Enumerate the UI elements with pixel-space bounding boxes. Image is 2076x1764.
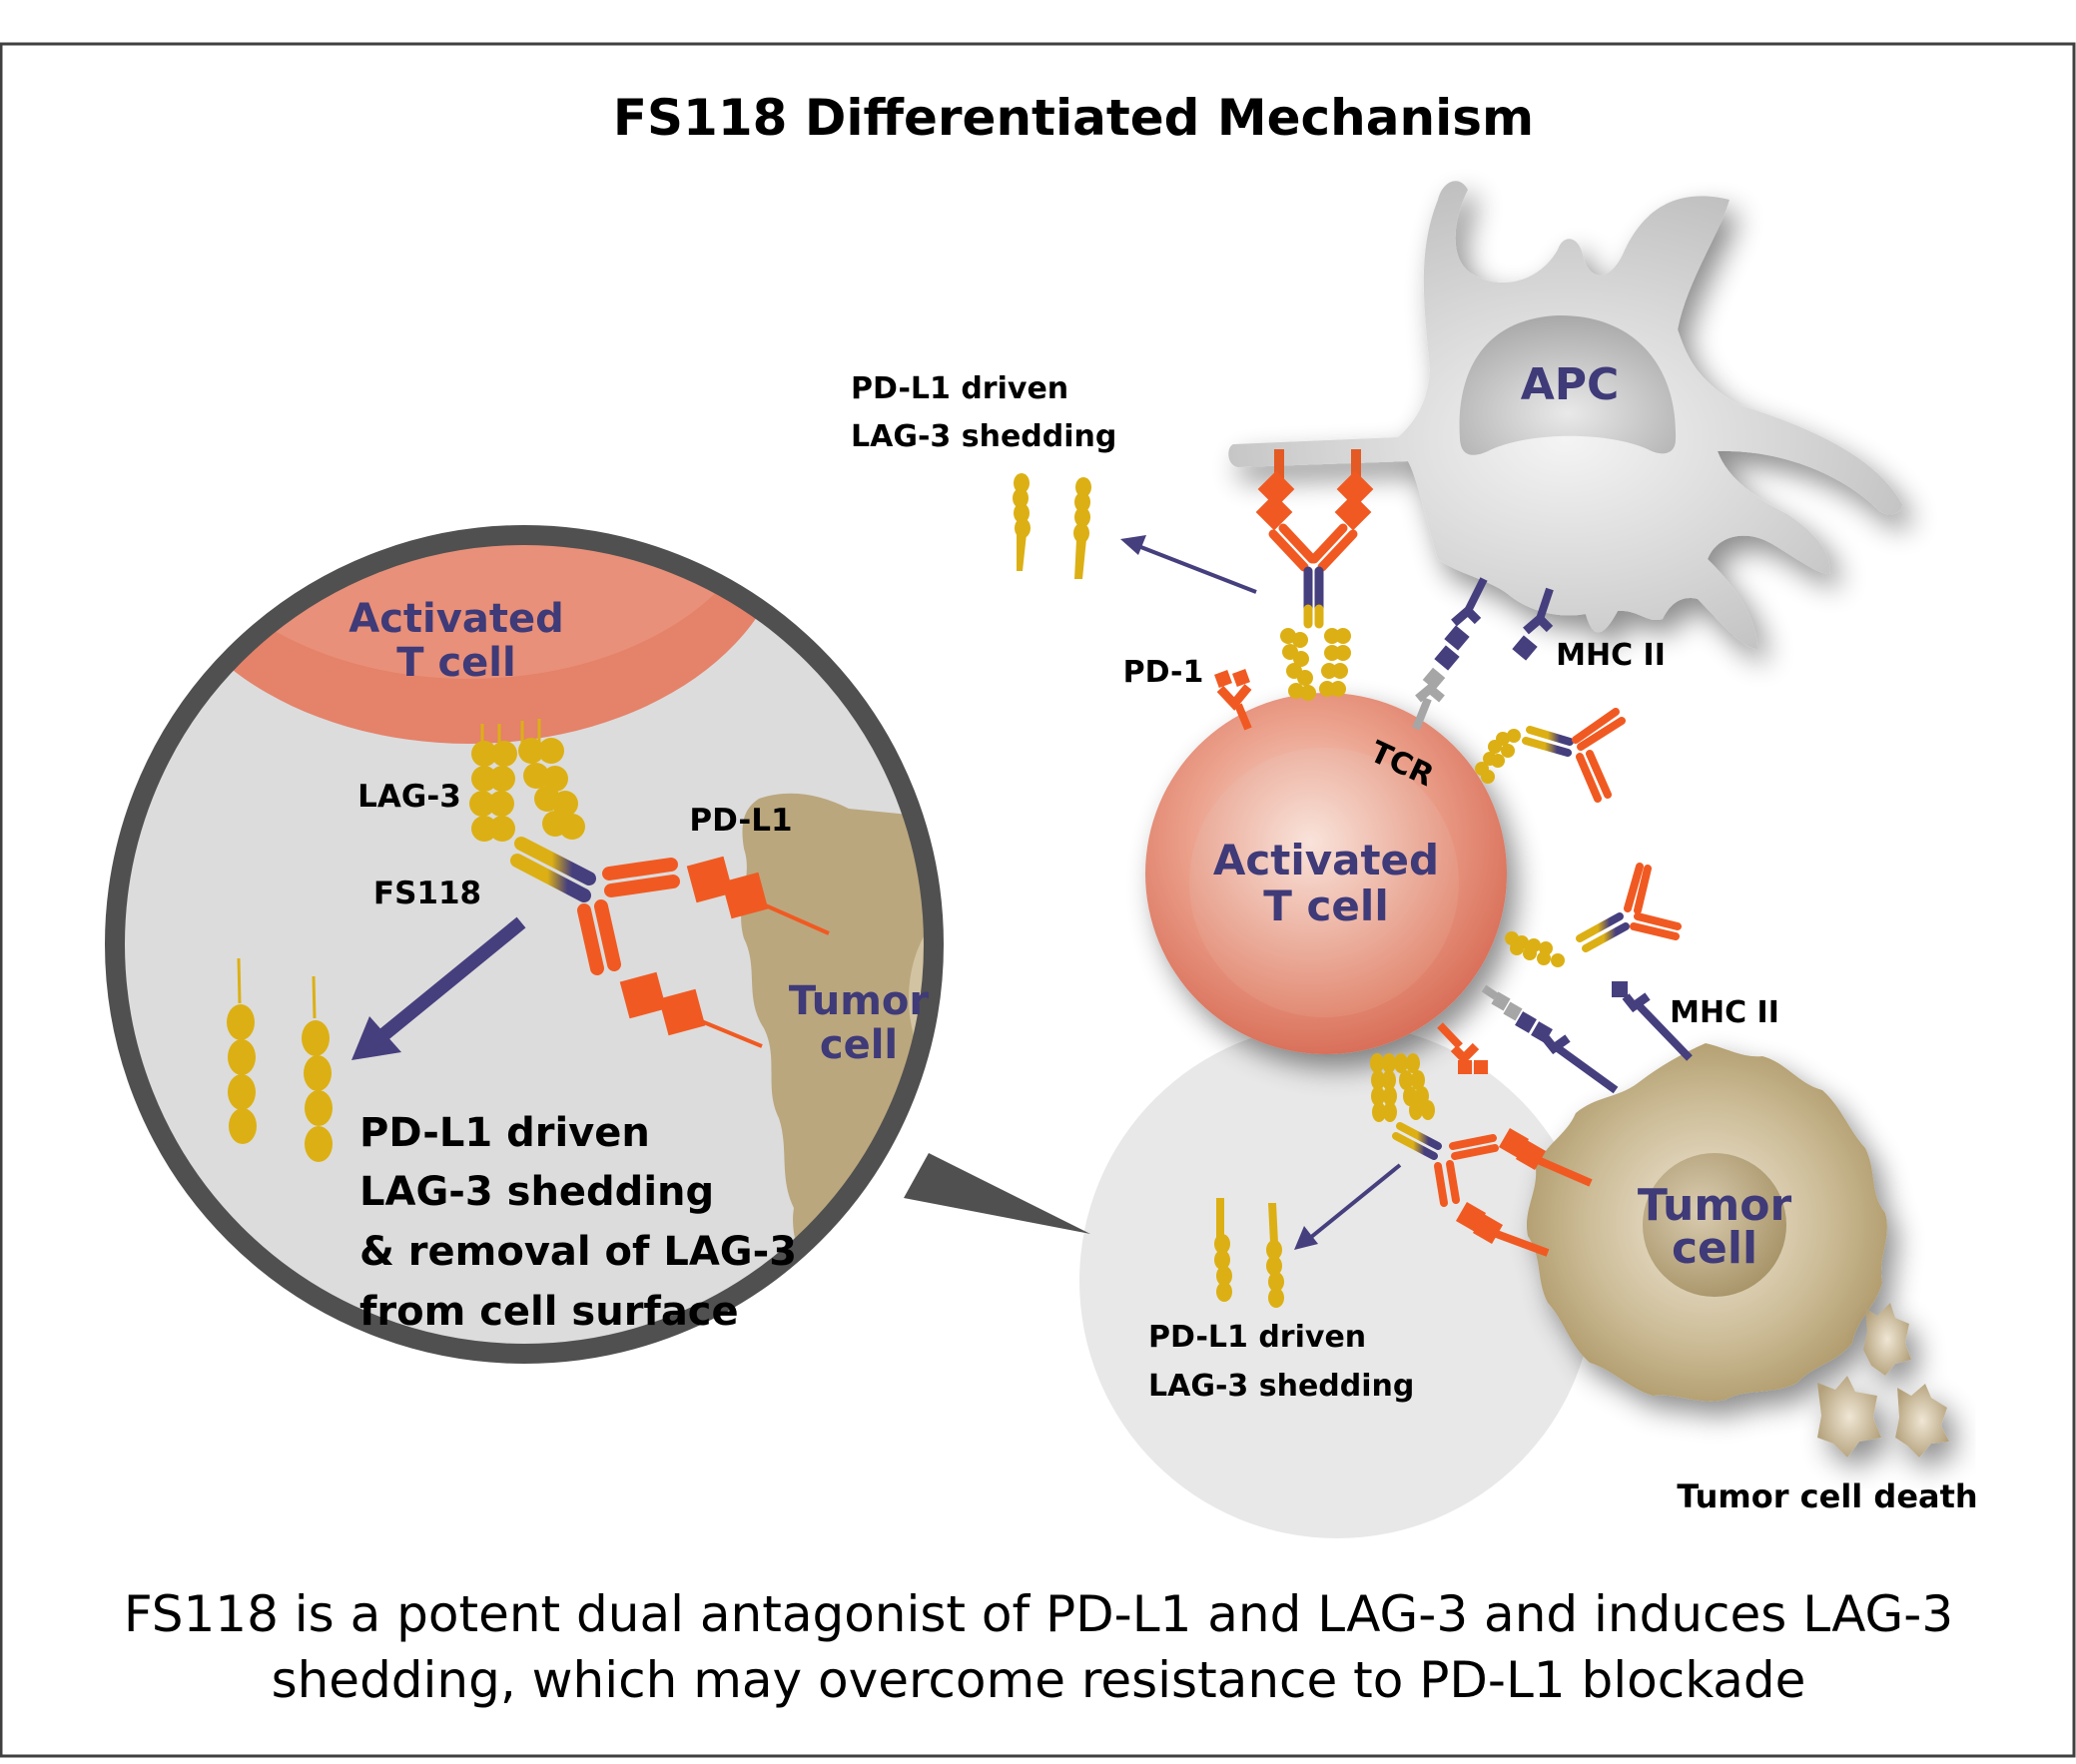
inset-t-cell-label-line1: Activated <box>348 596 563 642</box>
tumor-nucleus <box>1643 1153 1786 1297</box>
fs118-antibody-upper-right <box>1475 708 1626 803</box>
inset-pdl1-label: PD-L1 <box>689 803 792 839</box>
tumor-cell-death-label: Tumor cell death <box>1677 1477 1977 1515</box>
tumor-label-line2: cell <box>1672 1223 1757 1274</box>
inset-tumor-label-line1: Tumor <box>789 978 930 1024</box>
inset-shed-lag3 <box>227 957 333 1162</box>
shedding-label-top-line2: LAG-3 shedding <box>851 419 1116 454</box>
fs118-antibody-middle-right <box>1505 863 1682 967</box>
dying-cell <box>1895 1384 1949 1458</box>
shedding-arrow-bottom <box>1294 1163 1402 1250</box>
dying-tumor-cells <box>1817 1303 1949 1458</box>
inset-border <box>105 525 944 1364</box>
inset-tumor-label-line2: cell <box>820 1022 898 1068</box>
tumor-label-line1: Tumor <box>1638 1180 1792 1231</box>
t-cell-nucleus <box>1189 748 1459 1017</box>
interaction-zone <box>1079 1023 1595 1538</box>
fs118-antibody-top <box>1255 449 1374 701</box>
t-cell-label-line2: T cell <box>1263 882 1388 930</box>
shed-lag3-top <box>1013 473 1091 579</box>
inset-pdl1 <box>619 856 830 1048</box>
shed-lag3-bottom <box>1214 1198 1284 1308</box>
fs118-antibody-bottom <box>1370 1053 1593 1257</box>
dying-cell <box>1817 1376 1881 1458</box>
inset-note-line4: from cell surface <box>359 1289 739 1335</box>
t-cell-label-line1: Activated <box>1213 836 1439 884</box>
dying-cell <box>1863 1303 1911 1376</box>
inset-fs118-label: FS118 <box>373 876 481 911</box>
mhc2-label-top: MHC II <box>1556 638 1666 673</box>
apc-cell <box>1228 181 1902 650</box>
caption-line2: shedding, which may overcome resistance … <box>272 1651 1806 1709</box>
pd1-receptor-bottom <box>1437 1022 1488 1074</box>
pd1-receptor-top <box>1214 669 1252 731</box>
shedding-label-top-line1: PD-L1 driven <box>851 371 1068 406</box>
tcr-mhc-top <box>1412 577 1554 731</box>
inset-pointer <box>904 1153 1090 1234</box>
inset-lag3 <box>469 719 585 842</box>
apc-nucleus <box>1459 314 1677 455</box>
mhc2-label-bottom: MHC II <box>1670 995 1779 1030</box>
mhc2-receptor-bottom <box>1612 981 1693 1061</box>
inset-lag3-label: LAG-3 <box>357 779 461 815</box>
pd1-label: PD-1 <box>1123 655 1204 690</box>
inset-fs118-antibody <box>510 837 680 975</box>
inset-note-line2: LAG-3 shedding <box>359 1169 714 1215</box>
apc-label: APC <box>1521 359 1620 410</box>
inset-note-line3: & removal of LAG-3 <box>359 1229 797 1275</box>
shedding-arrow-top <box>1120 535 1257 594</box>
inset-shedding-arrow <box>351 916 526 1060</box>
inset-t-cell-label-line2: T cell <box>396 640 515 686</box>
inset-note-line1: PD-L1 driven <box>359 1110 650 1156</box>
figure-title: FS118 Differentiated Mechanism <box>613 89 1534 147</box>
shedding-label-bottom-line1: PD-L1 driven <box>1148 1320 1366 1355</box>
shedding-label-bottom-line2: LAG-3 shedding <box>1148 1369 1414 1404</box>
caption-line1: FS118 is a potent dual antagonist of PD-… <box>124 1585 1953 1643</box>
tcr-mhc-bottom <box>1481 984 1619 1094</box>
